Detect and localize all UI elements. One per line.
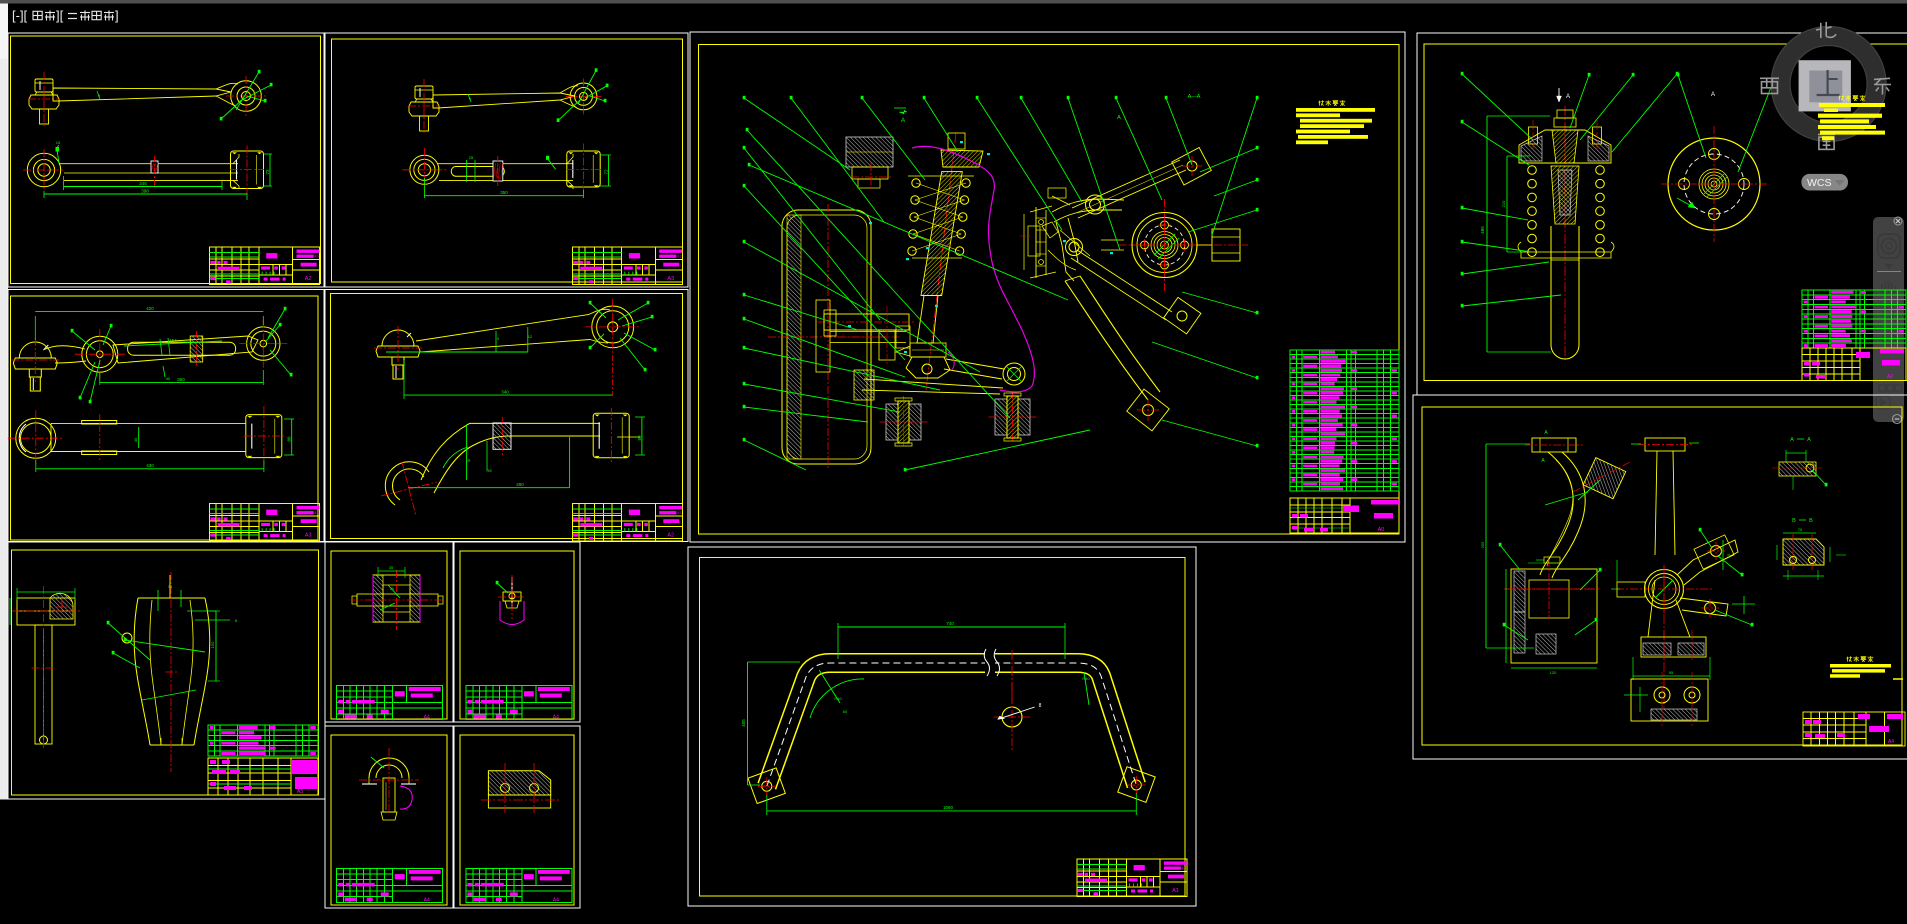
svg-text:]: ] — [115, 8, 119, 23]
svg-text:A2: A2 — [305, 276, 312, 282]
svg-text:0I/E3: 0I/E3 — [674, 511, 682, 515]
svg-text:A: A — [1807, 437, 1811, 443]
svg-text:B: B — [1809, 518, 1813, 524]
svg-text:95: 95 — [1669, 670, 1674, 675]
svg-text:45: 45 — [1726, 553, 1731, 558]
svg-text:154: 154 — [169, 338, 177, 343]
svg-text:A1: A1 — [1172, 888, 1179, 894]
svg-text:120: 120 — [1550, 670, 1557, 675]
svg-text:72: 72 — [604, 169, 609, 175]
svg-text:A0: A0 — [1378, 527, 1385, 533]
svg-text:255: 255 — [1480, 541, 1485, 548]
svg-text:260: 260 — [516, 482, 524, 487]
svg-text:340: 340 — [501, 390, 509, 395]
svg-text:1080: 1080 — [943, 805, 954, 810]
svg-text:8: 8 — [235, 618, 238, 623]
svg-text:A3: A3 — [667, 276, 674, 282]
svg-text:72: 72 — [265, 169, 270, 175]
svg-text:A4: A4 — [553, 715, 559, 721]
svg-text:R40: R40 — [1082, 676, 1090, 681]
svg-text:40: 40 — [166, 376, 171, 381]
svg-text:25: 25 — [390, 587, 394, 591]
svg-text:][: ][ — [56, 8, 64, 23]
svg-text:740: 740 — [946, 621, 954, 626]
svg-text:0I/E3: 0I/E3 — [674, 255, 682, 259]
svg-text:360: 360 — [177, 377, 185, 382]
svg-text:A: A — [1541, 458, 1545, 464]
svg-text:430: 430 — [146, 463, 154, 468]
svg-text:R40: R40 — [834, 696, 842, 701]
svg-text:R8: R8 — [486, 468, 492, 473]
svg-text:A4: A4 — [1888, 739, 1894, 745]
svg-text:WCS: WCS — [1807, 177, 1832, 189]
svg-text:9: 9 — [497, 336, 500, 341]
svg-text:A4: A4 — [424, 897, 430, 903]
svg-text:[-][: [-][ — [12, 8, 28, 23]
svg-text:9: 9 — [98, 93, 101, 98]
svg-text:A: A — [1544, 430, 1548, 436]
svg-text:80: 80 — [287, 436, 292, 442]
svg-text:210: 210 — [1501, 200, 1506, 207]
svg-text:150: 150 — [210, 641, 215, 648]
svg-text:345: 345 — [139, 181, 147, 186]
svg-text:350: 350 — [500, 190, 508, 195]
svg-text:12: 12 — [528, 334, 533, 339]
svg-text:405: 405 — [741, 719, 746, 727]
svg-text:R: R — [468, 458, 471, 463]
svg-text:A2: A2 — [667, 533, 674, 539]
svg-text:A3: A3 — [305, 533, 312, 539]
svg-text:A3: A3 — [297, 789, 303, 795]
svg-text:A: A — [1711, 92, 1715, 98]
svg-text:486: 486 — [1480, 226, 1485, 234]
svg-text:B: B — [1792, 518, 1796, 524]
svg-text:A2: A2 — [1887, 374, 1893, 380]
svg-text:A: A — [1117, 115, 1121, 121]
svg-text:25: 25 — [469, 155, 474, 160]
svg-text:70: 70 — [1798, 527, 1803, 532]
svg-text:0I/E3: 0I/E3 — [311, 255, 319, 259]
svg-text:15: 15 — [56, 140, 61, 145]
svg-text:35: 35 — [168, 584, 173, 589]
svg-text:80: 80 — [637, 435, 642, 441]
svg-text:A4: A4 — [553, 897, 559, 903]
svg-text:60: 60 — [843, 709, 848, 714]
svg-text:398: 398 — [141, 189, 149, 194]
svg-text:35: 35 — [389, 565, 394, 570]
svg-text:40: 40 — [133, 437, 138, 442]
svg-text:420: 420 — [146, 306, 154, 311]
svg-text:0I/E3: 0I/E3 — [311, 511, 319, 515]
svg-text:9: 9 — [469, 96, 472, 101]
svg-text:A—A: A—A — [1188, 94, 1201, 100]
svg-text:8: 8 — [1039, 703, 1042, 709]
svg-text:A: A — [1790, 437, 1794, 443]
svg-text:A: A — [1566, 94, 1570, 100]
svg-text:A: A — [901, 118, 905, 124]
svg-text:A4: A4 — [424, 715, 430, 721]
svg-text:0I/E3: 0I/E3 — [1179, 867, 1187, 871]
